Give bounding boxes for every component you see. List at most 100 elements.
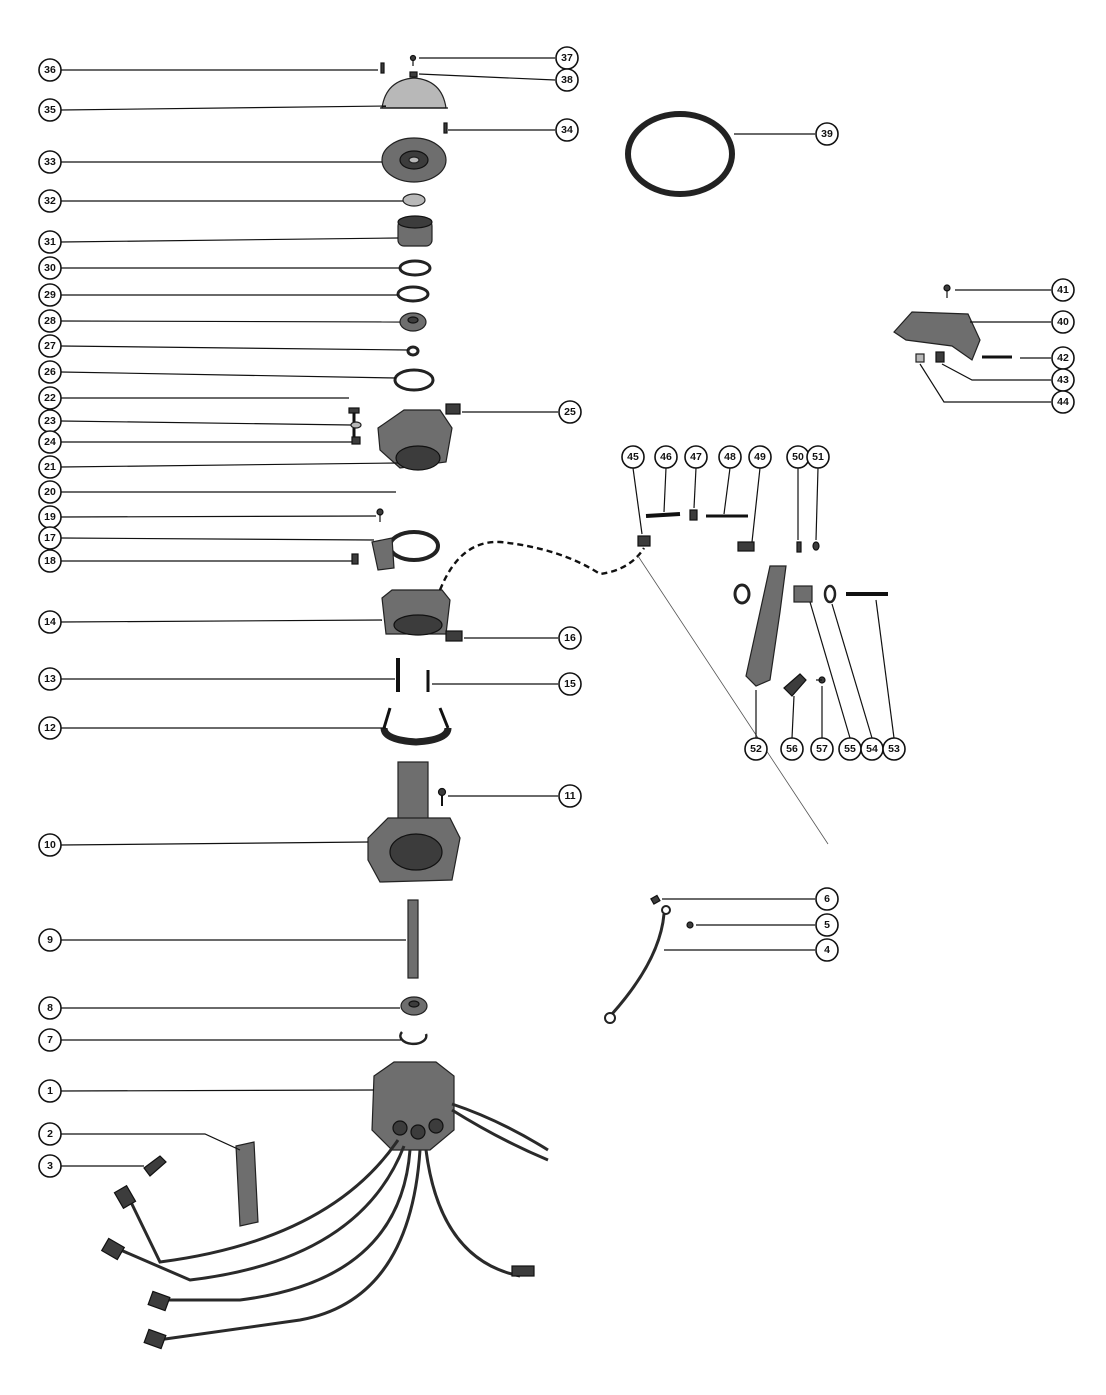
callout-37: 37 bbox=[555, 46, 579, 70]
callout-32-label: 32 bbox=[44, 195, 56, 207]
callout-17: 17 bbox=[38, 526, 62, 550]
bracket-40 bbox=[893, 311, 981, 361]
callout-52: 52 bbox=[744, 737, 768, 761]
callout-4-label: 4 bbox=[824, 944, 830, 956]
callout-24-label: 24 bbox=[44, 436, 56, 448]
callout-39: 39 bbox=[815, 122, 839, 146]
shaft-9 bbox=[407, 899, 419, 979]
callout-14-label: 14 bbox=[44, 616, 56, 628]
timing-belt-39 bbox=[625, 111, 735, 197]
callouts: 36 37 38 35 34 39 33 32 31 30 29 28 27 2… bbox=[38, 46, 1075, 1178]
callout-56-label: 56 bbox=[786, 743, 798, 755]
screw-19 bbox=[376, 508, 384, 522]
callout-26-label: 26 bbox=[44, 366, 56, 378]
callout-52-label: 52 bbox=[750, 743, 762, 755]
callout-56: 56 bbox=[780, 737, 804, 761]
callout-54-label: 54 bbox=[866, 743, 878, 755]
center-line bbox=[637, 555, 829, 845]
clamp-17 bbox=[371, 530, 440, 571]
throttle-lever-52 bbox=[733, 565, 787, 687]
callout-46-label: 46 bbox=[660, 451, 672, 463]
callout-31-label: 31 bbox=[44, 236, 56, 248]
snap-ring-7 bbox=[399, 1031, 428, 1046]
callout-16: 16 bbox=[558, 626, 582, 650]
throttle-cable-dashed bbox=[438, 540, 646, 591]
nut-43 bbox=[935, 351, 945, 363]
housing-21 bbox=[377, 409, 453, 471]
callout-55-label: 55 bbox=[844, 743, 856, 755]
link-rod-46 bbox=[645, 512, 681, 518]
ring-27 bbox=[406, 345, 420, 357]
screw-37 bbox=[409, 54, 417, 66]
callout-35-label: 35 bbox=[44, 104, 56, 116]
o-ring-26 bbox=[393, 368, 435, 392]
callout-4: 4 bbox=[815, 938, 839, 962]
connector-47 bbox=[689, 509, 698, 521]
callout-2-label: 2 bbox=[47, 1128, 53, 1140]
washer-6 bbox=[650, 894, 661, 905]
callout-46: 46 bbox=[654, 445, 678, 469]
callout-47: 47 bbox=[684, 445, 708, 469]
pulley-33 bbox=[381, 137, 447, 183]
bushing-55 bbox=[793, 585, 813, 603]
callout-21-label: 21 bbox=[44, 461, 56, 473]
callout-24: 24 bbox=[38, 430, 62, 454]
callout-21: 21 bbox=[38, 455, 62, 479]
callout-33-label: 33 bbox=[44, 156, 56, 168]
callout-28-label: 28 bbox=[44, 315, 56, 327]
callout-29: 29 bbox=[38, 283, 62, 307]
distributor-body-10 bbox=[367, 761, 461, 883]
screw-11 bbox=[437, 787, 447, 806]
callout-30-label: 30 bbox=[44, 262, 56, 274]
callout-5: 5 bbox=[815, 913, 839, 937]
callout-44: 44 bbox=[1051, 390, 1075, 414]
callout-34: 34 bbox=[555, 118, 579, 142]
callout-8: 8 bbox=[38, 996, 62, 1020]
callout-40-label: 40 bbox=[1057, 316, 1069, 328]
callout-12: 12 bbox=[38, 716, 62, 740]
callout-18-label: 18 bbox=[44, 555, 56, 567]
adapter-14 bbox=[381, 589, 451, 636]
callout-51-label: 51 bbox=[812, 451, 824, 463]
callout-22: 22 bbox=[38, 386, 62, 410]
callout-47-label: 47 bbox=[690, 451, 702, 463]
callout-20: 20 bbox=[38, 480, 62, 504]
callout-7-label: 7 bbox=[47, 1034, 53, 1046]
callout-25-label: 25 bbox=[564, 406, 576, 418]
nut-51 bbox=[812, 541, 820, 551]
callout-10-label: 10 bbox=[44, 839, 56, 851]
callout-10: 10 bbox=[38, 833, 62, 857]
callout-15: 15 bbox=[558, 672, 582, 696]
callout-29-label: 29 bbox=[44, 289, 56, 301]
clamp-band-12 bbox=[380, 707, 452, 746]
callout-32: 32 bbox=[38, 189, 62, 213]
callout-26: 26 bbox=[38, 360, 62, 384]
callout-23: 23 bbox=[38, 409, 62, 433]
callout-33: 33 bbox=[38, 150, 62, 174]
callout-11: 11 bbox=[558, 784, 582, 808]
callout-43: 43 bbox=[1051, 368, 1075, 392]
callout-2: 2 bbox=[38, 1122, 62, 1146]
callout-27-label: 27 bbox=[44, 340, 56, 352]
callout-42-label: 42 bbox=[1057, 352, 1069, 364]
washer-50 bbox=[796, 541, 802, 553]
callout-54: 54 bbox=[860, 737, 884, 761]
cover-35 bbox=[380, 77, 448, 109]
callout-41-label: 41 bbox=[1057, 284, 1069, 296]
callout-50-label: 50 bbox=[792, 451, 804, 463]
spacer-18 bbox=[351, 553, 359, 565]
key-34 bbox=[443, 122, 448, 134]
screw-41 bbox=[943, 284, 951, 298]
screw-57 bbox=[816, 676, 826, 684]
callout-1-label: 1 bbox=[47, 1085, 53, 1097]
callout-5-label: 5 bbox=[824, 919, 830, 931]
callout-16-label: 16 bbox=[564, 632, 576, 644]
callout-48-label: 48 bbox=[724, 451, 736, 463]
connector-3 bbox=[143, 1155, 167, 1177]
callout-57-label: 57 bbox=[816, 743, 828, 755]
callout-1: 1 bbox=[38, 1079, 62, 1103]
bearing-28 bbox=[399, 312, 427, 332]
fitting-16 bbox=[445, 630, 463, 642]
callout-34-label: 34 bbox=[561, 124, 573, 136]
